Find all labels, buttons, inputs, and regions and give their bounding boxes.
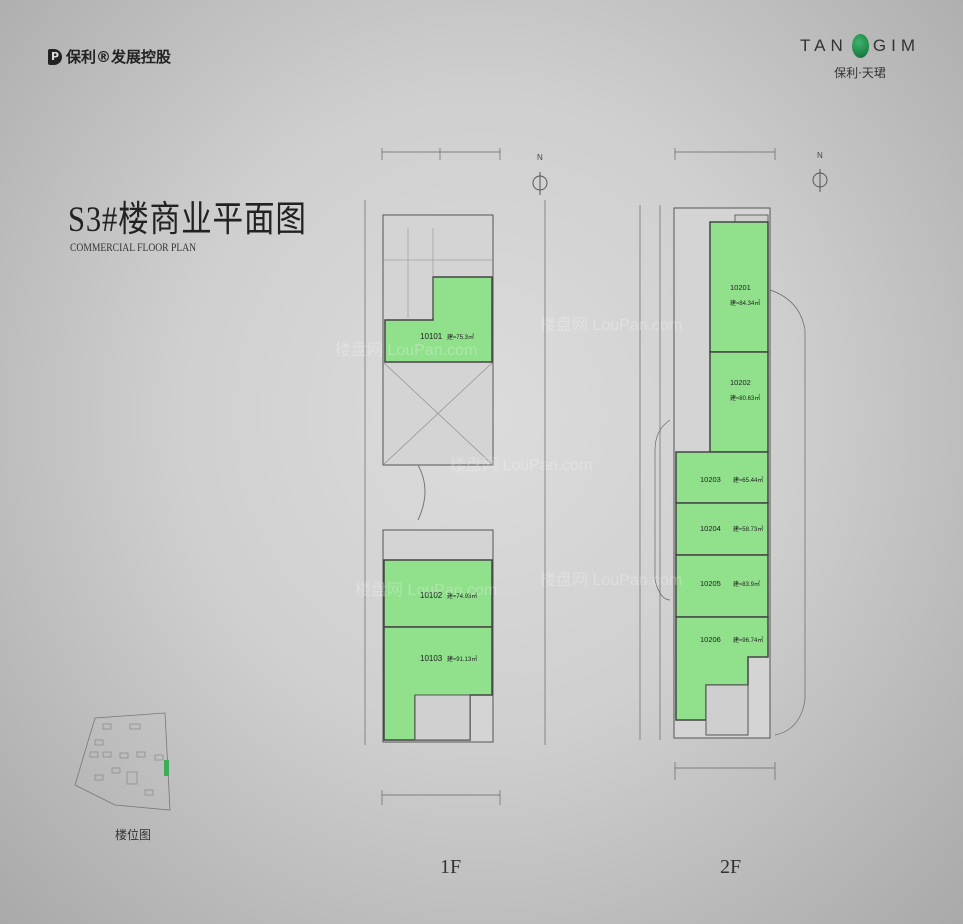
- floor-1f-plan: 10101 建≈75.3㎡ 10102 建≈74.93㎡ 10103 建≈91.…: [382, 214, 494, 743]
- svg-text:楼盘网 LouPan.com: 楼盘网 LouPan.com: [540, 570, 682, 589]
- svg-text:N: N: [537, 153, 543, 162]
- project-logo-en-right: GIM: [872, 36, 920, 55]
- developer-logo-mark: P: [48, 48, 62, 65]
- svg-text:建≈75.3㎡: 建≈75.3㎡: [447, 333, 474, 341]
- unit-10202[interactable]: [709, 351, 769, 453]
- dimension-lines: [364, 148, 806, 805]
- site-plan-label: 楼位图: [115, 828, 152, 842]
- unit-10204[interactable]: [675, 502, 769, 556]
- watermark: 楼盘网 LouPan.com 楼盘网 LouPan.com 楼盘网 LouPan…: [335, 315, 682, 599]
- svg-text:楼盘网 LouPan.com: 楼盘网 LouPan.com: [450, 455, 592, 474]
- svg-text:10102: 10102: [420, 591, 443, 600]
- developer-logo: P 保利®发展控股: [48, 46, 171, 67]
- svg-text:楼盘网 LouPan.com: 楼盘网 LouPan.com: [355, 580, 497, 599]
- unit-10102[interactable]: [383, 559, 493, 628]
- svg-text:建≈84.34㎡: 建≈84.34㎡: [730, 299, 760, 307]
- project-logo-en-left: TAN: [800, 36, 848, 55]
- svg-text:10202: 10202: [730, 378, 751, 387]
- north-arrow-1f: N: [532, 153, 548, 195]
- page-title: S3#楼商业平面图: [68, 199, 307, 239]
- svg-text:10206: 10206: [700, 635, 721, 644]
- svg-text:10201: 10201: [730, 283, 751, 292]
- svg-text:建≈74.93㎡: 建≈74.93㎡: [447, 592, 477, 600]
- project-logo-cn: 保利·天珺: [834, 66, 886, 80]
- floor-2f-plan: 10201 建≈84.34㎡ 10202 建≈80.63㎡ 10203 建≈65…: [673, 207, 771, 739]
- svg-text:10103: 10103: [420, 654, 443, 663]
- svg-text:10203: 10203: [700, 475, 721, 484]
- unit-10101[interactable]: [384, 276, 493, 363]
- svg-text:10101: 10101: [420, 332, 443, 341]
- page-subtitle: COMMERCIAL FLOOR PLAN: [70, 240, 197, 254]
- north-arrow-2f: N: [812, 151, 828, 192]
- svg-text:10204: 10204: [700, 524, 721, 533]
- unit-10205[interactable]: [675, 554, 769, 618]
- svg-text:建≈65.44㎡: 建≈65.44㎡: [733, 476, 763, 484]
- svg-text:建≈96.74㎡: 建≈96.74㎡: [733, 636, 763, 644]
- svg-text:建≈83.9㎡: 建≈83.9㎡: [733, 580, 760, 588]
- developer-logo-text: 保利®发展控股: [66, 48, 172, 66]
- unit-10203[interactable]: [675, 451, 769, 504]
- site-plan-thumbnail: [74, 712, 171, 811]
- floor-label-2f: 2F: [720, 856, 742, 878]
- unit-10201[interactable]: [709, 221, 769, 353]
- svg-text:10205: 10205: [700, 579, 721, 588]
- floor-label-1f: 1F: [440, 856, 462, 878]
- svg-text:楼盘网 LouPan.com: 楼盘网 LouPan.com: [540, 315, 682, 334]
- project-logo: TAN GIM 保利·天珺: [800, 34, 920, 81]
- svg-text:楼盘网 LouPan.com: 楼盘网 LouPan.com: [335, 340, 477, 359]
- svg-text:建≈58.73㎡: 建≈58.73㎡: [733, 525, 763, 533]
- svg-text:N: N: [817, 151, 823, 160]
- svg-text:建≈80.63㎡: 建≈80.63㎡: [730, 394, 760, 402]
- leaf-logo-icon: [851, 34, 869, 58]
- svg-text:建≈91.13㎡: 建≈91.13㎡: [447, 655, 477, 663]
